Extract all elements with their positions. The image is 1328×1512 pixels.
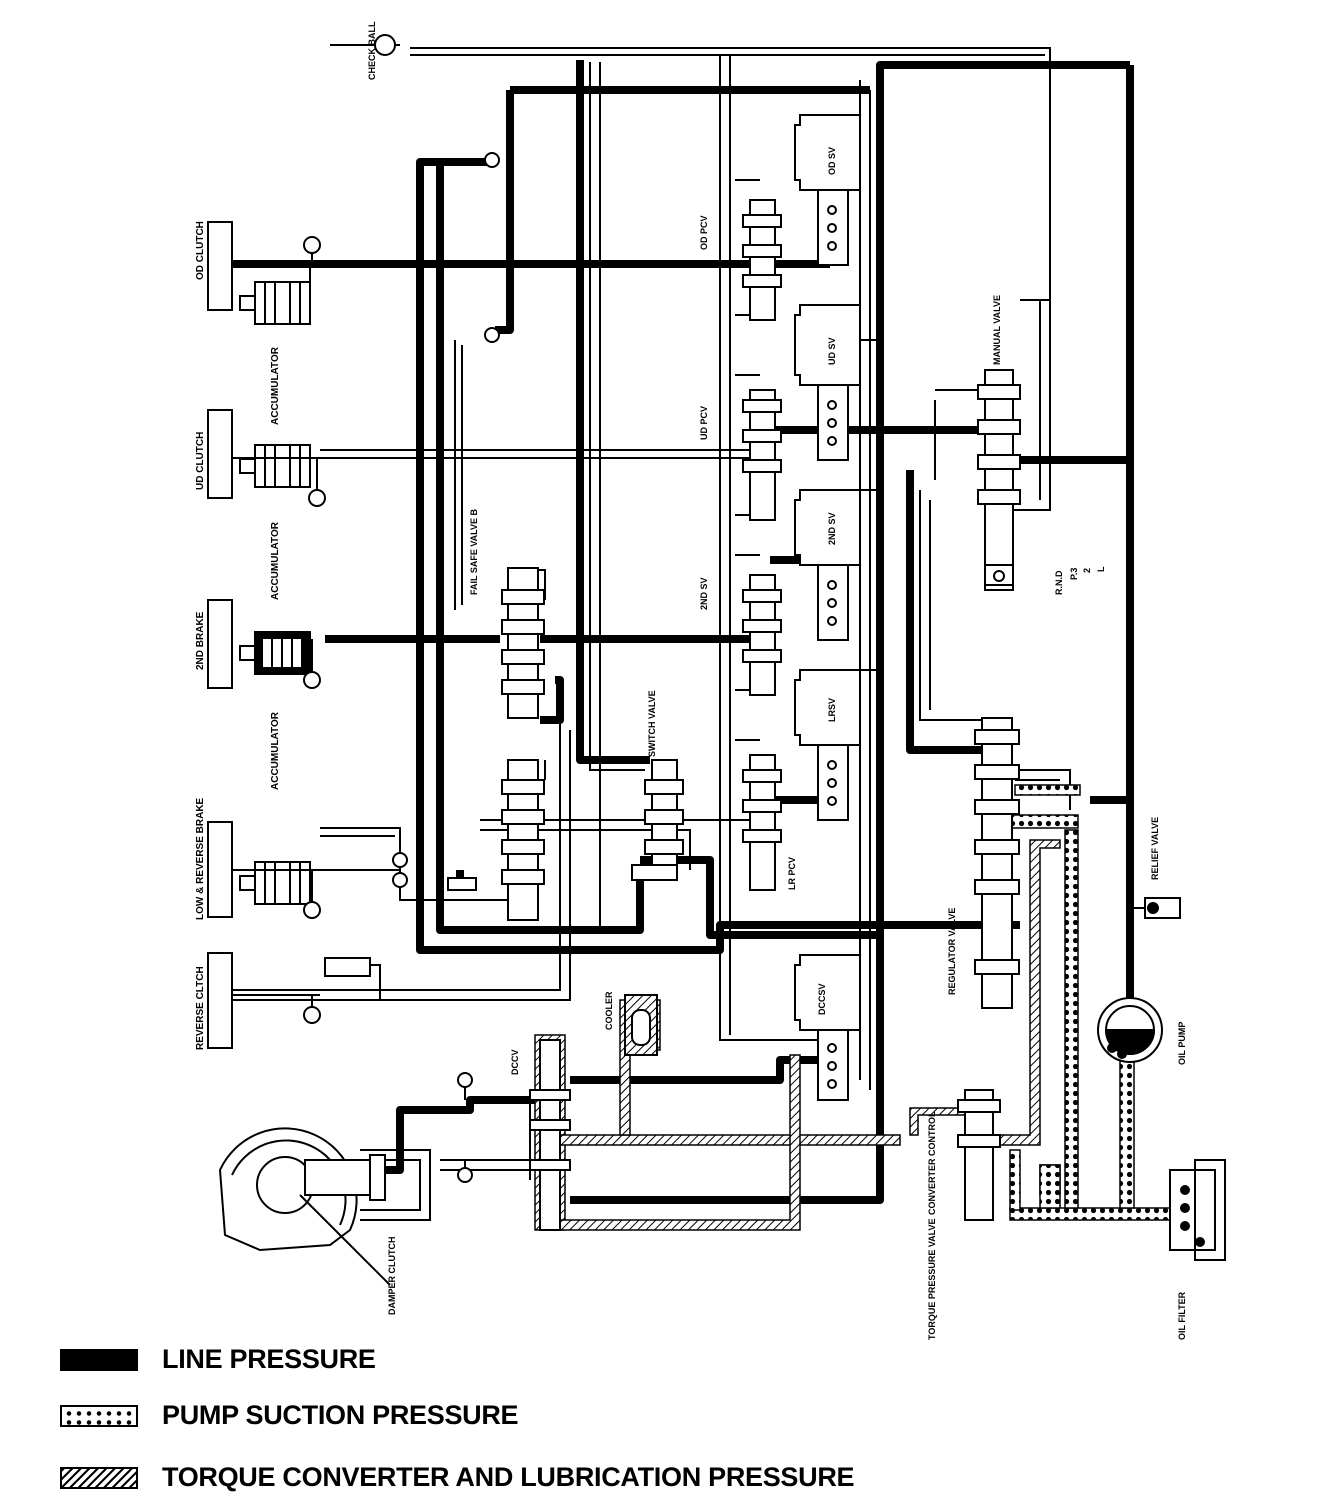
2nd-pcv: [742, 574, 782, 696]
regulator-valve-body: [974, 717, 1020, 1009]
label-damper-clutch: DAMPER CLUTCH: [387, 1237, 397, 1316]
label-torque-pressure-valve: TORQUE PRESSURE VALVE: [927, 1218, 937, 1340]
label-converter-control: CONVERTER CONTROL: [927, 1111, 937, 1215]
cooler: [624, 994, 658, 1056]
label-dccsv: DCCSV: [817, 983, 827, 1015]
reverse-clutch-accumulator: [324, 957, 371, 977]
label-relief-valve: RELIEF VALVE: [1150, 817, 1160, 880]
dccv-body: [529, 1039, 571, 1231]
oil-filter: [1169, 1159, 1226, 1261]
solenoid-valves: [794, 114, 861, 1101]
accumulator-ud: [239, 444, 311, 488]
clutch-feed-lines: [232, 253, 466, 1168]
label-2: 2: [1082, 568, 1092, 573]
label-2nd-sv-side: 2ND SV: [699, 577, 709, 610]
check-orifices: [303, 37, 500, 1183]
manual-valve-body: [977, 369, 1021, 591]
torque-pressure-valve-body: [957, 1089, 1001, 1221]
torque-converter: [218, 1127, 391, 1286]
dccsv: [794, 954, 861, 1101]
spool-valves: [447, 199, 1021, 1231]
ud-sv: [794, 304, 861, 461]
label-ud-clutch: UD CLUTCH: [195, 432, 206, 490]
label-switch-valve: SWITCH VALVE: [647, 690, 657, 757]
pump-suction-lines: [1009, 784, 1211, 1221]
label-2nd-sv: 2ND SV: [827, 512, 837, 545]
label-check-ball: CHECK BALL: [367, 21, 377, 80]
label-regulator-valve: REGULATOR VALVE: [947, 908, 957, 995]
label-rnd: R.N.D: [1054, 570, 1064, 595]
label-low-reverse-brake: LOW & REVERSE BRAKE: [195, 797, 206, 920]
lr-pcv: [742, 754, 782, 891]
relief-valve: [1130, 897, 1181, 919]
fail-safe-valve-b: [501, 567, 545, 719]
label-dccv: DCCV: [510, 1049, 520, 1075]
od-sv: [794, 114, 861, 266]
accumulator-od: [239, 264, 311, 325]
label-2nd-brake: 2ND BRAKE: [195, 611, 206, 670]
label-ud-sv: UD SV: [827, 337, 837, 365]
label-fail-safe-valve-b: FAIL SAFE VALVE B: [469, 508, 479, 595]
label-od-pcv: OD PCV: [699, 215, 709, 250]
od-pcv: [742, 199, 782, 321]
fail-safe-valve-lower: [447, 759, 545, 921]
clutch-brake-bodies: [207, 221, 233, 1049]
other-components: [218, 34, 1226, 1286]
label-od-clutch: OD CLUTCH: [195, 221, 206, 280]
label-oil-pump: OIL PUMP: [1177, 1022, 1187, 1065]
accumulator-lr: [239, 861, 311, 905]
label-reverse-clutch: REVERSE CLTCH: [195, 966, 206, 1050]
label-accumulator-1: ACCUMULATOR: [270, 346, 281, 425]
line-pressure-lines: [232, 60, 1134, 1204]
2nd-sv: [794, 489, 861, 641]
label-accumulator-3: ACCUMULATOR: [270, 711, 281, 790]
oil-pump: [1097, 997, 1163, 1063]
switch-valve: [631, 759, 684, 881]
label-manual-valve: MANUAL VALVE: [992, 295, 1002, 365]
label-od-sv: OD SV: [827, 147, 837, 175]
ud-pcv: [742, 389, 782, 521]
check-ball: [374, 34, 396, 56]
label-ud-pcv: UD PCV: [699, 406, 709, 440]
accumulator-2nd: [239, 631, 311, 675]
label-lrsv: LRSV: [827, 698, 837, 722]
label-p3: P.3: [1069, 568, 1079, 580]
component-labels: CHECK BALL OD CLUTCH ACCUMULATOR UD CLUT…: [195, 21, 1187, 1340]
label-accumulator-2: ACCUMULATOR: [270, 521, 281, 600]
label-cooler: COOLER: [604, 991, 614, 1030]
label-l: L: [1096, 566, 1106, 572]
lrsv: [794, 669, 861, 821]
label-lr-pcv: LR PCV: [787, 857, 797, 890]
label-oil-filter: OIL FILTER: [1177, 1291, 1187, 1340]
